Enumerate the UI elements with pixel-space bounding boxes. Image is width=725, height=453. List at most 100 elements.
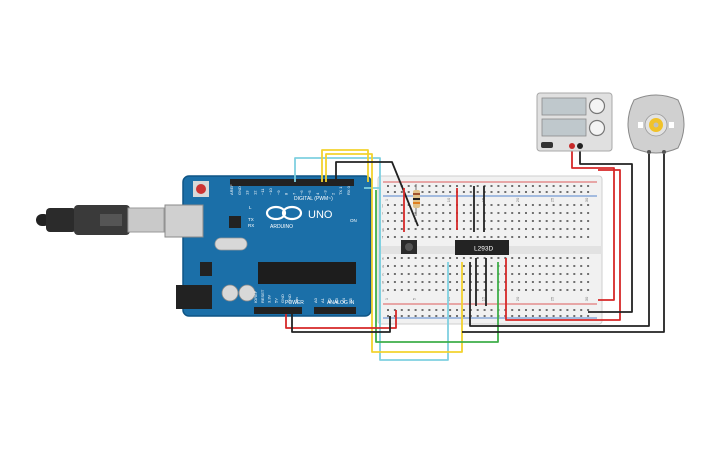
breadboard-hole[interactable] xyxy=(449,228,452,230)
breadboard-hole[interactable] xyxy=(573,191,576,193)
breadboard-hole[interactable] xyxy=(518,185,521,187)
breadboard-hole[interactable] xyxy=(435,236,438,238)
breadboard-hole[interactable] xyxy=(462,228,465,230)
breadboard-hole[interactable] xyxy=(531,257,534,259)
breadboard-hole[interactable] xyxy=(400,281,403,283)
breadboard-hole[interactable] xyxy=(456,289,458,291)
breadboard-hole[interactable] xyxy=(511,236,514,238)
breadboard-hole[interactable] xyxy=(490,185,493,187)
breadboard-hole[interactable] xyxy=(421,315,424,317)
breadboard-hole[interactable] xyxy=(531,228,534,230)
breadboard-hole[interactable] xyxy=(587,257,590,259)
breadboard-hole[interactable] xyxy=(504,228,507,230)
breadboard-hole[interactable] xyxy=(559,204,562,206)
breadboard-hole[interactable] xyxy=(462,185,465,187)
breadboard-hole[interactable] xyxy=(387,265,389,267)
breadboard-hole[interactable] xyxy=(387,228,389,230)
breadboard-hole[interactable] xyxy=(421,309,424,311)
breadboard-hole[interactable] xyxy=(504,191,507,193)
breadboard-hole[interactable] xyxy=(421,212,424,214)
breadboard-hole[interactable] xyxy=(525,204,527,206)
breadboard-hole[interactable] xyxy=(407,228,410,230)
breadboard-hole[interactable] xyxy=(476,191,479,193)
breadboard-hole[interactable] xyxy=(531,204,534,206)
breadboard-hole[interactable] xyxy=(421,220,424,222)
breadboard-hole[interactable] xyxy=(587,185,590,187)
breadboard-hole[interactable] xyxy=(559,309,562,311)
breadboard-hole[interactable] xyxy=(428,228,431,230)
breadboard-hole[interactable] xyxy=(566,309,569,311)
breadboard-hole[interactable] xyxy=(497,236,500,238)
breadboard-hole[interactable] xyxy=(538,289,541,291)
breadboard-hole[interactable] xyxy=(580,185,583,187)
breadboard-hole[interactable] xyxy=(414,281,417,283)
breadboard-hole[interactable] xyxy=(449,265,452,267)
breadboard-hole[interactable] xyxy=(393,309,396,311)
breadboard-hole[interactable] xyxy=(435,257,438,259)
breadboard-hole[interactable] xyxy=(428,191,431,193)
breadboard-hole[interactable] xyxy=(449,257,452,259)
breadboard-hole[interactable] xyxy=(490,228,493,230)
breadboard-hole[interactable] xyxy=(504,212,507,214)
breadboard-hole[interactable] xyxy=(573,220,576,222)
breadboard-hole[interactable] xyxy=(421,236,424,238)
breadboard-hole[interactable] xyxy=(407,315,410,317)
breadboard-hole[interactable] xyxy=(387,289,389,291)
breadboard-hole[interactable] xyxy=(559,228,562,230)
breadboard-hole[interactable] xyxy=(449,281,452,283)
breadboard-hole[interactable] xyxy=(504,220,507,222)
breadboard-hole[interactable] xyxy=(449,185,452,187)
breadboard-hole[interactable] xyxy=(559,315,562,317)
power-header[interactable] xyxy=(254,307,302,314)
breadboard-hole[interactable] xyxy=(400,257,403,259)
breadboard-hole[interactable] xyxy=(428,185,431,187)
breadboard-hole[interactable] xyxy=(387,273,389,275)
breadboard-hole[interactable] xyxy=(587,309,590,311)
breadboard-hole[interactable] xyxy=(538,212,541,214)
breadboard-hole[interactable] xyxy=(407,212,410,214)
breadboard-hole[interactable] xyxy=(400,204,403,206)
breadboard-hole[interactable] xyxy=(566,185,569,187)
breadboard-hole[interactable] xyxy=(428,309,431,311)
breadboard-hole[interactable] xyxy=(428,265,431,267)
breadboard-hole[interactable] xyxy=(538,236,541,238)
breadboard-hole[interactable] xyxy=(393,265,396,267)
breadboard-hole[interactable] xyxy=(393,315,396,317)
breadboard-hole[interactable] xyxy=(511,185,514,187)
breadboard-hole[interactable] xyxy=(421,289,424,291)
breadboard-hole[interactable] xyxy=(504,204,507,206)
breadboard-hole[interactable] xyxy=(483,309,486,311)
breadboard-hole[interactable] xyxy=(566,257,569,259)
breadboard-hole[interactable] xyxy=(387,309,389,311)
breadboard-hole[interactable] xyxy=(545,281,548,283)
breadboard-hole[interactable] xyxy=(587,204,590,206)
breadboard-hole[interactable] xyxy=(462,257,465,259)
breadboard-hole[interactable] xyxy=(580,289,583,291)
breadboard-hole[interactable] xyxy=(545,236,548,238)
breadboard-hole[interactable] xyxy=(400,309,403,311)
breadboard-hole[interactable] xyxy=(469,228,472,230)
breadboard-hole[interactable] xyxy=(531,273,534,275)
breadboard-hole[interactable] xyxy=(531,281,534,283)
breadboard-hole[interactable] xyxy=(518,315,521,317)
breadboard-hole[interactable] xyxy=(580,236,583,238)
breadboard-hole[interactable] xyxy=(497,204,500,206)
breadboard-hole[interactable] xyxy=(552,315,555,317)
breadboard-hole[interactable] xyxy=(462,265,465,267)
breadboard-hole[interactable] xyxy=(435,289,438,291)
breadboard-hole[interactable] xyxy=(531,265,534,267)
breadboard-hole[interactable] xyxy=(421,204,424,206)
breadboard-hole[interactable] xyxy=(442,281,445,283)
breadboard-hole[interactable] xyxy=(469,220,472,222)
breadboard-hole[interactable] xyxy=(573,281,576,283)
breadboard-hole[interactable] xyxy=(442,191,445,193)
breadboard-hole[interactable] xyxy=(449,309,452,311)
breadboard-hole[interactable] xyxy=(566,191,569,193)
voltage-knob[interactable] xyxy=(588,97,606,115)
breadboard-hole[interactable] xyxy=(580,257,583,259)
breadboard-hole[interactable] xyxy=(442,309,445,311)
breadboard-hole[interactable] xyxy=(414,265,417,267)
breadboard-hole[interactable] xyxy=(518,265,521,267)
breadboard-hole[interactable] xyxy=(538,273,541,275)
breadboard-hole[interactable] xyxy=(407,281,410,283)
